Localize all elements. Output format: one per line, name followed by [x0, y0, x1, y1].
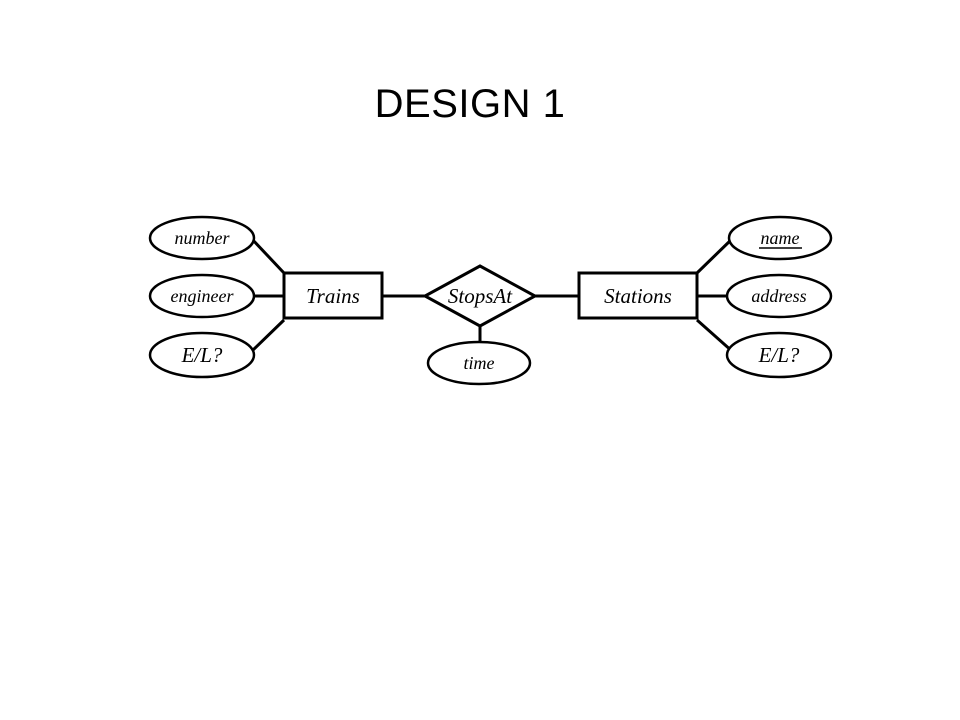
attribute-stations-el: E/L?: [725, 331, 833, 379]
attribute-number: number: [148, 215, 256, 261]
relationship-stopsat: StopsAt: [421, 264, 539, 328]
line-el-trains: [249, 318, 286, 354]
entity-stations: Stations: [577, 271, 699, 320]
relationship-stopsat-label: StopsAt: [448, 284, 513, 308]
attribute-name: name: [727, 215, 833, 261]
attribute-address-label: address: [751, 286, 806, 306]
attribute-time-label: time: [464, 353, 495, 373]
entity-trains: Trains: [282, 271, 384, 320]
entity-trains-label: Trains: [306, 284, 360, 308]
connector-lines: [249, 236, 735, 354]
attribute-engineer-label: engineer: [171, 286, 235, 306]
attribute-trains-el: E/L?: [148, 331, 256, 379]
attribute-time: time: [426, 340, 532, 386]
slide-title: DESIGN 1: [374, 82, 566, 126]
line-stations-el: [696, 318, 734, 354]
entity-stations-label: Stations: [604, 284, 672, 308]
attribute-number-label: number: [175, 228, 231, 248]
attribute-engineer: engineer: [148, 273, 256, 319]
line-stations-name: [695, 236, 735, 275]
attribute-address: address: [725, 273, 833, 319]
attribute-trains-el-label: E/L?: [181, 343, 223, 367]
line-number-trains: [249, 236, 286, 275]
attribute-name-label: name: [761, 228, 800, 248]
attribute-stations-el-label: E/L?: [758, 343, 800, 367]
